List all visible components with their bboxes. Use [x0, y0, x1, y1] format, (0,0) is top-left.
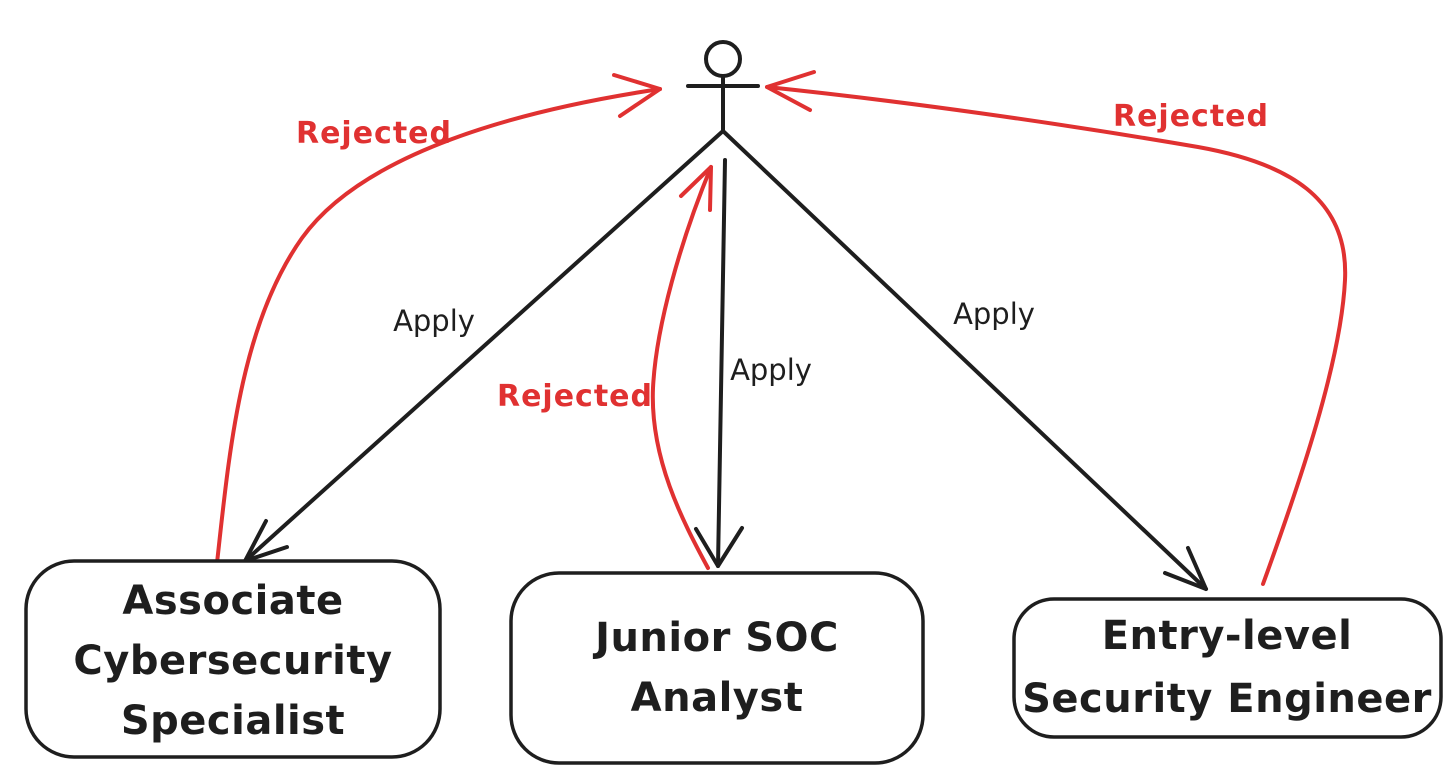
box1-title-line2: Cybersecurity — [73, 638, 392, 684]
rejected-arrowhead-middle-icon — [679, 165, 713, 212]
rejected-label-left: Rejected — [296, 116, 452, 151]
rejected-edge-left — [215, 87, 662, 565]
apply-edges — [243, 129, 1208, 591]
box3-title-line1: Entry-level — [1102, 613, 1353, 659]
box-associate-cybersecurity-specialist — [24, 559, 442, 759]
rejected-edges — [215, 70, 1348, 586]
apply-edge-left — [243, 129, 725, 563]
rejected-edge-right — [765, 85, 1348, 586]
rejected-label-middle: Rejected — [497, 379, 653, 414]
box-titles: Associate Cybersecurity Specialist Junio… — [73, 578, 1431, 744]
job-boxes — [24, 559, 1443, 765]
box-entry-level-security-engineer — [1012, 597, 1443, 739]
apply-edge-right — [721, 129, 1208, 591]
apply-arrowhead-right-icon — [1163, 546, 1208, 591]
rejected-edge-middle — [650, 165, 713, 570]
box1-title-line1: Associate — [122, 578, 343, 624]
apply-label-right: Apply — [953, 297, 1035, 331]
box3-title-line2: Security Engineer — [1022, 676, 1432, 722]
box2-title-line2: Analyst — [631, 675, 804, 721]
actor-head — [704, 40, 742, 78]
apply-arrowhead-middle-icon — [694, 526, 744, 568]
rejected-arrowhead-right-icon — [765, 70, 816, 112]
box-junior-soc-analyst — [509, 571, 925, 765]
apply-label-middle: Apply — [730, 353, 812, 387]
apply-edge-middle — [716, 158, 727, 568]
box1-title-line3: Specialist — [121, 698, 345, 744]
edge-labels: Apply Apply Apply Rejected Rejected Reje… — [296, 99, 1269, 414]
apply-label-left: Apply — [393, 304, 475, 338]
rejected-label-right: Rejected — [1113, 99, 1269, 134]
rejected-arrowhead-left-icon — [612, 73, 662, 118]
box2-title-line1: Junior SOC — [592, 615, 839, 661]
applicant-actor — [686, 40, 760, 133]
